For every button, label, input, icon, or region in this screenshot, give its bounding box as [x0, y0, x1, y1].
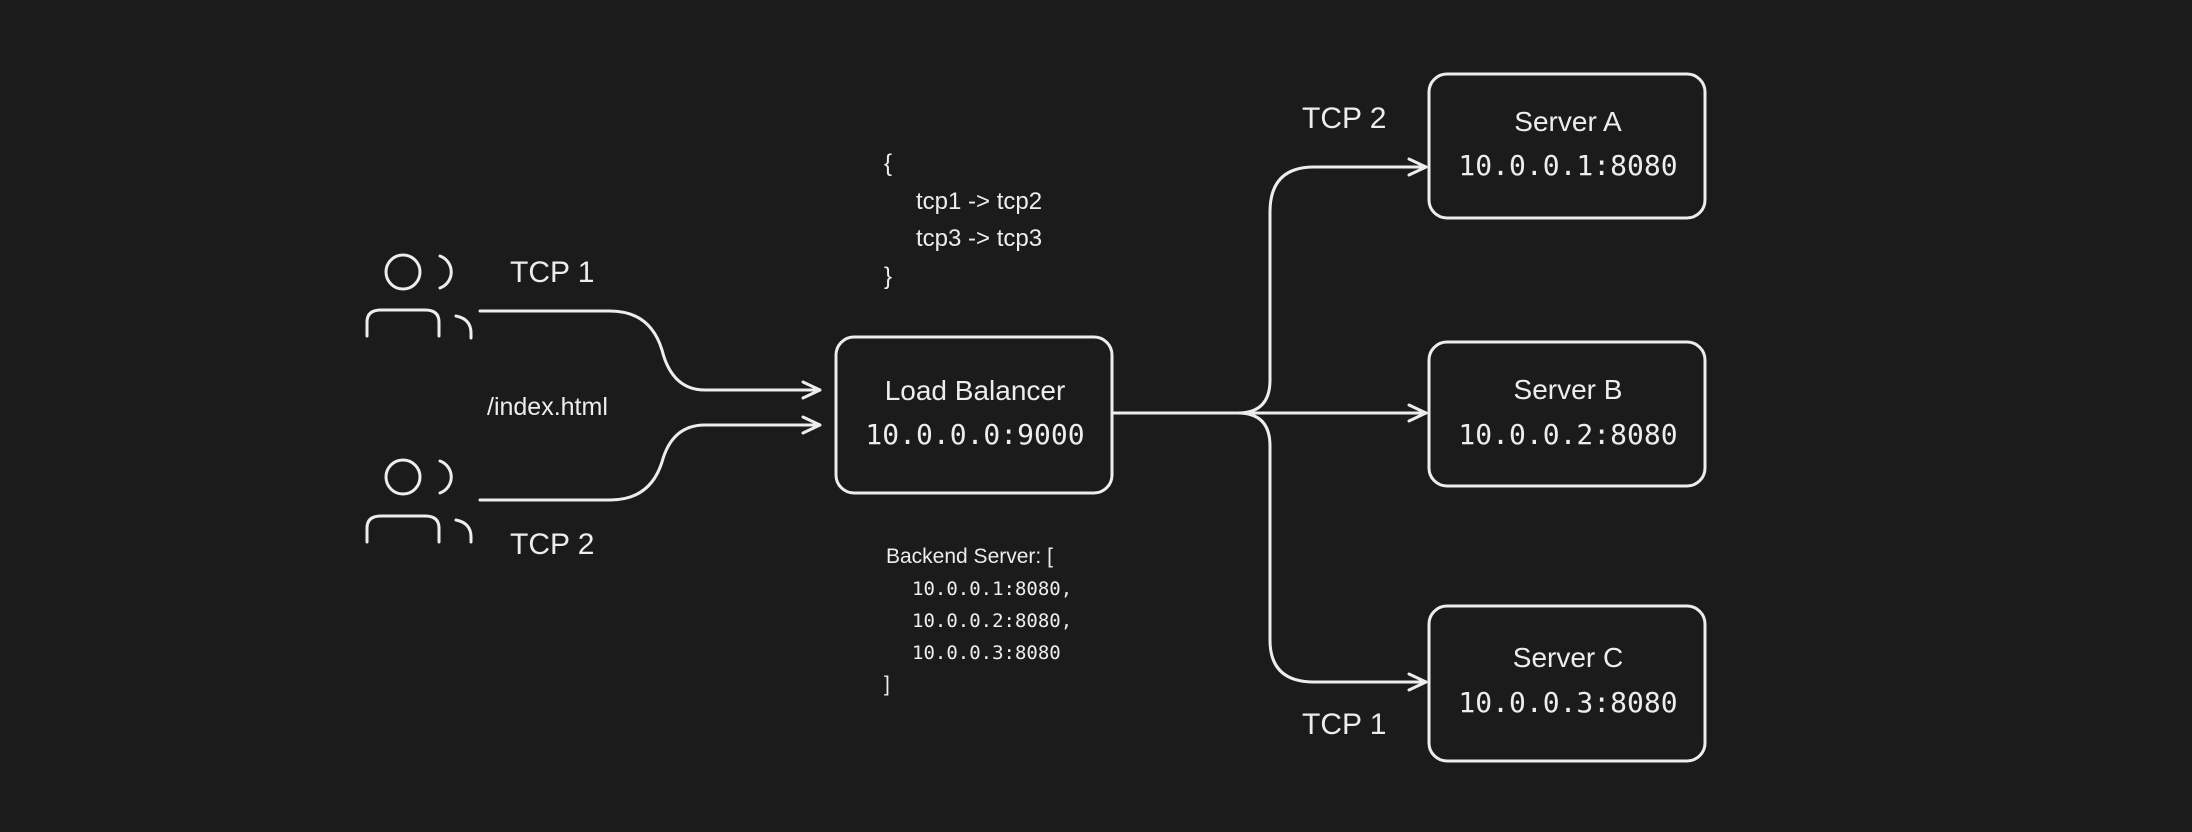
connection-lb-to-server-a: [1112, 167, 1428, 415]
backend-list-header: Backend Server: [: [886, 545, 1053, 568]
backend-list-close: ]: [884, 673, 890, 696]
load-balancer-title: Load Balancer: [884, 375, 1066, 406]
server-a-title: Server A: [1514, 106, 1622, 137]
server-b-title: Server B: [1513, 374, 1623, 405]
request-path-label: /index.html: [487, 393, 608, 421]
client-bottom-tcp-label: TCP 2: [510, 528, 595, 561]
server-b-box: [1427, 340, 1707, 488]
mapping-line: tcp1 -> tcp2: [916, 188, 1043, 215]
server-c-title: Server C: [1512, 642, 1624, 673]
mapping-line: tcp3 -> tcp3: [916, 225, 1043, 252]
connection-client-top-to-lb: [478, 309, 822, 390]
server-a-address: 10.0.0.1:8080: [1458, 149, 1678, 182]
mapping-close-brace: }: [884, 263, 893, 290]
connection-client-bottom-to-lb: [478, 425, 822, 502]
edge-label-server-c: TCP 1: [1302, 708, 1387, 741]
load-balancer-address: 10.0.0.0:9000: [865, 418, 1085, 451]
server-a-box: [1427, 72, 1707, 220]
client-top-tcp-label: TCP 1: [510, 256, 595, 289]
server-b-address: 10.0.0.2:8080: [1458, 418, 1678, 451]
load-balancer-box: [834, 335, 1114, 495]
connection-lb-to-server-c: [1112, 411, 1428, 682]
client-bottom-users-icon: [365, 458, 473, 544]
mapping-open-brace: {: [884, 150, 893, 177]
backend-list-entry: 10.0.0.1:8080,: [912, 578, 1073, 600]
edge-label-server-a: TCP 2: [1302, 102, 1387, 135]
server-c-address: 10.0.0.3:8080: [1458, 686, 1678, 719]
backend-list-entry: 10.0.0.2:8080,: [912, 610, 1073, 632]
backend-list-entry: 10.0.0.3:8080: [912, 642, 1061, 664]
client-top-users-icon: [365, 253, 473, 340]
server-c-box: [1427, 604, 1707, 763]
